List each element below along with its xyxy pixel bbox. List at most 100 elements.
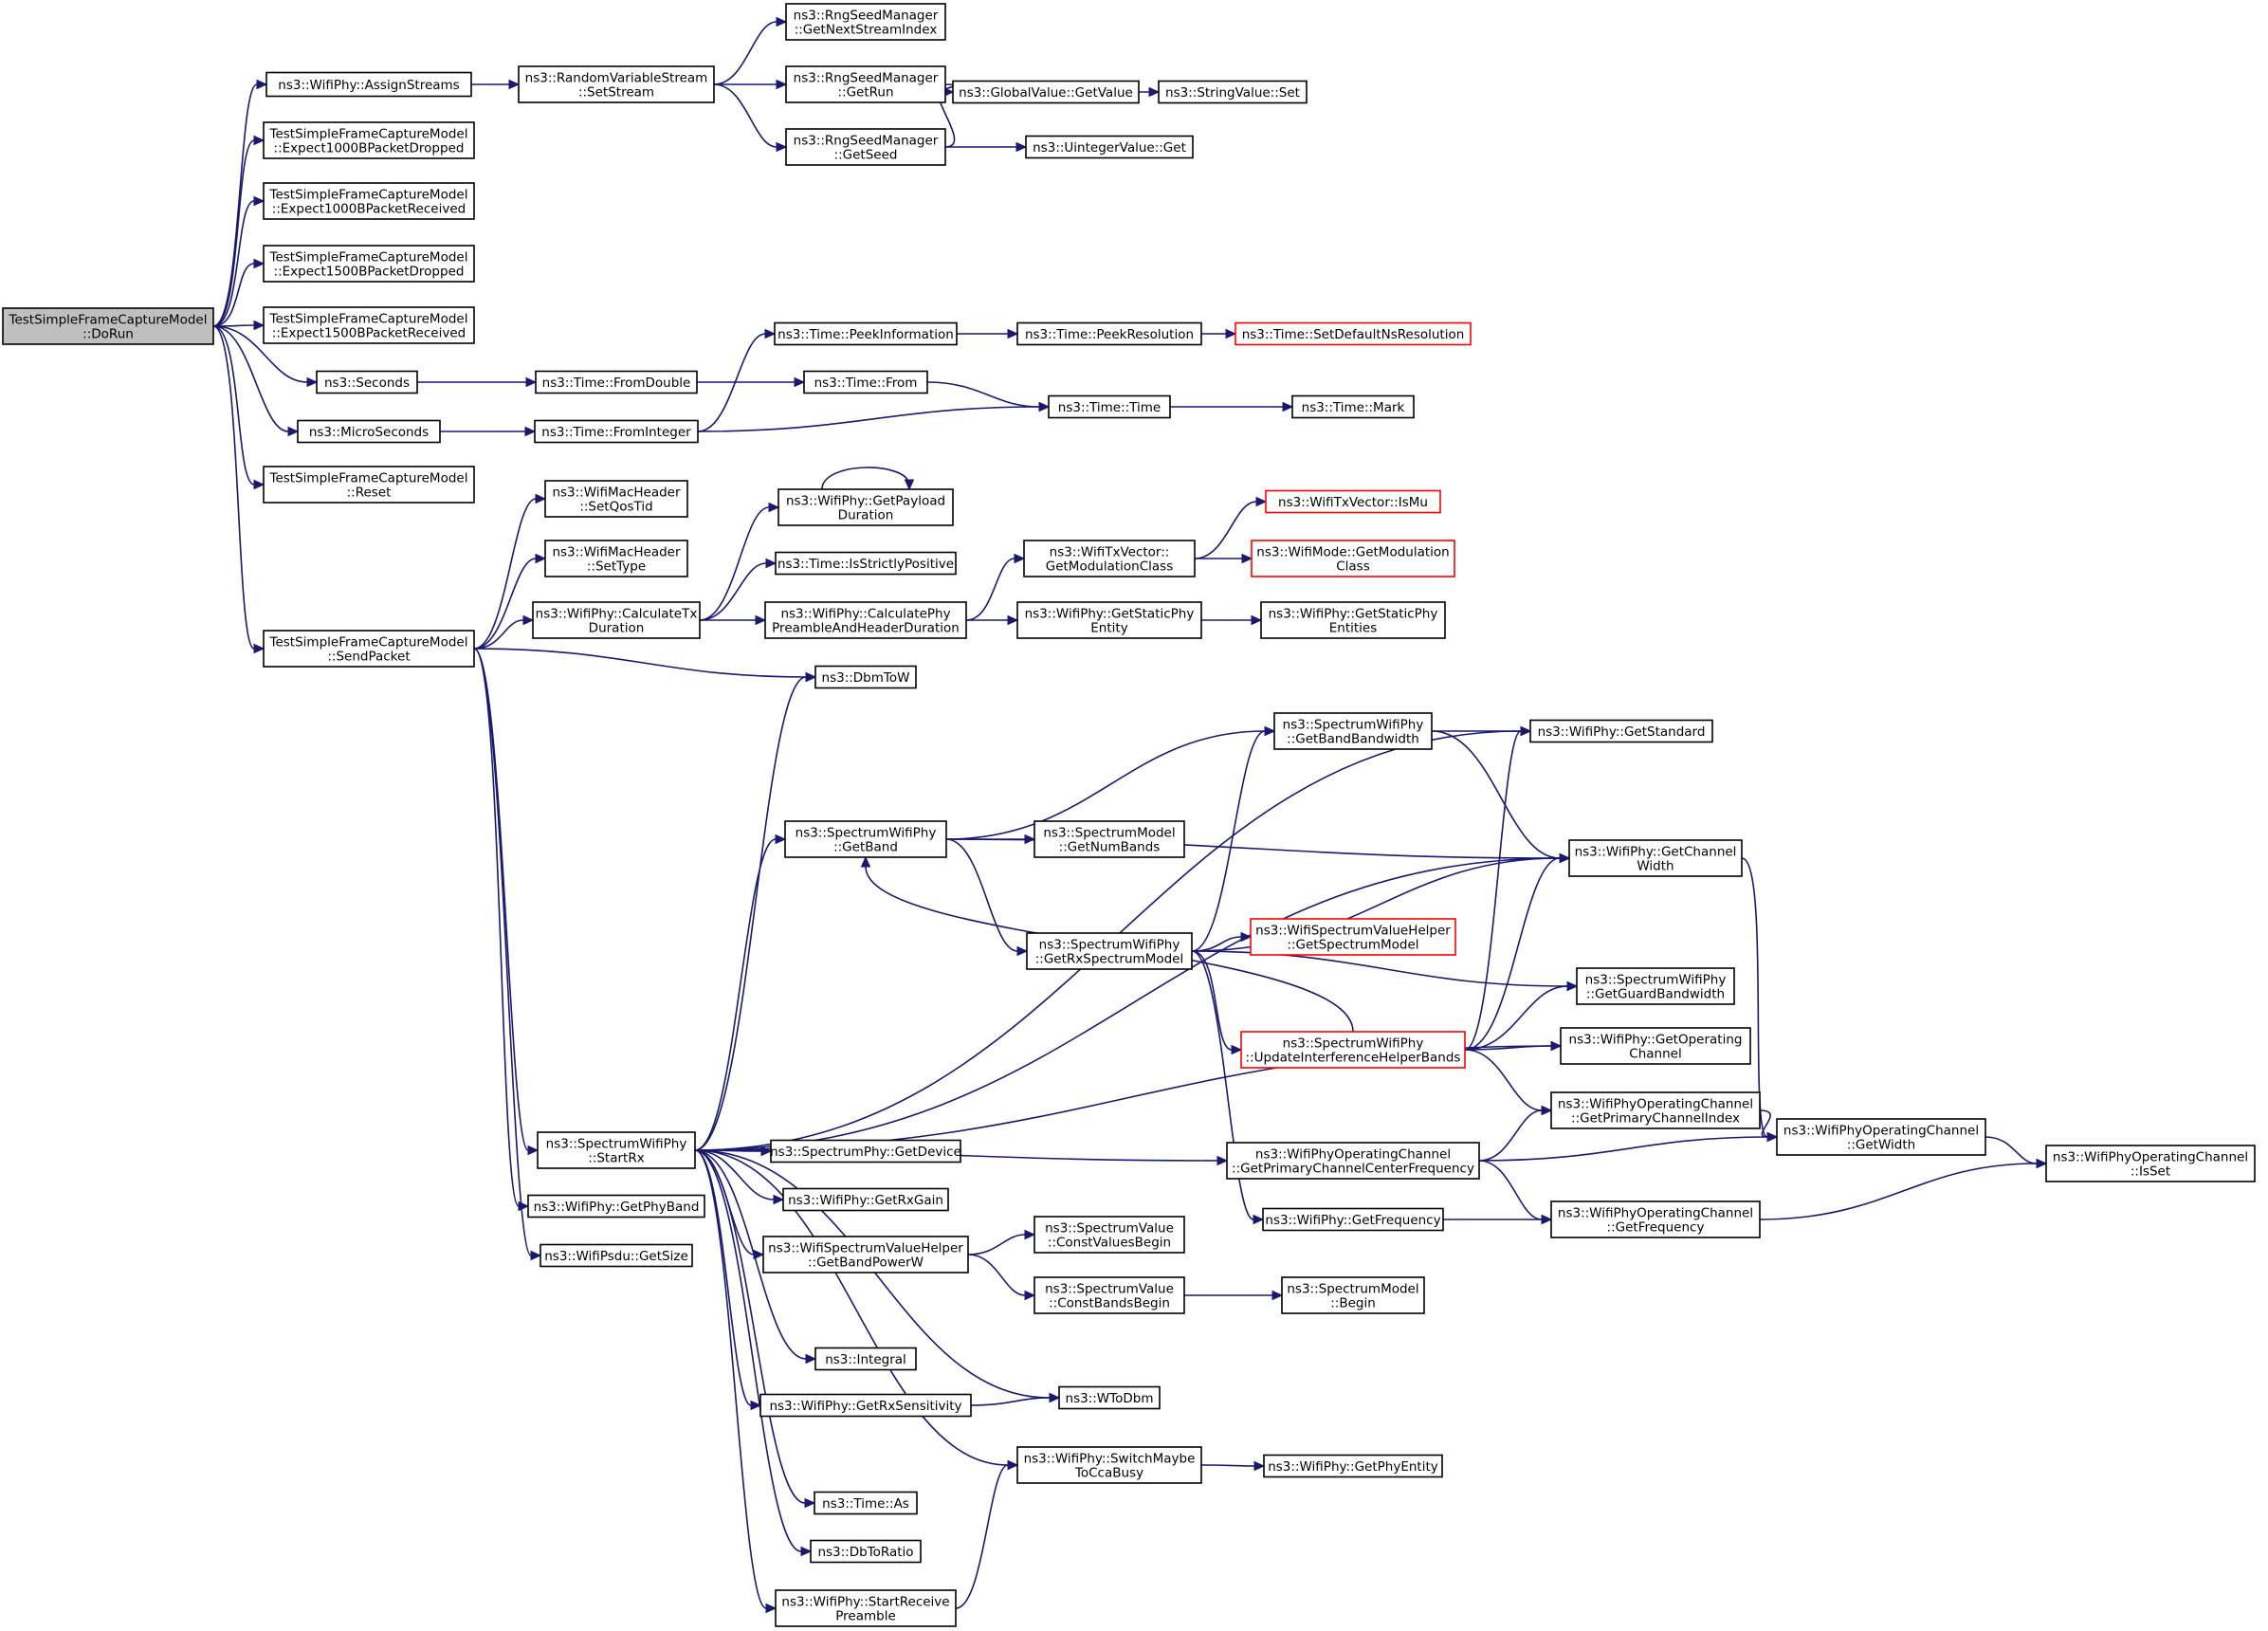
- node-getPhyBand[interactable]: ns3::WifiPhy::GetPhyBand: [527, 1194, 705, 1219]
- node-microSeconds[interactable]: ns3::MicroSeconds: [297, 419, 441, 444]
- node-setQosTid[interactable]: ns3::WifiMacHeader::SetQosTid: [544, 480, 688, 518]
- node-stringSet[interactable]: ns3::StringValue::Set: [1158, 80, 1308, 104]
- node-psduGetSize[interactable]: ns3::WifiPsdu::GetSize: [540, 1243, 693, 1268]
- node-wifiGetFrequency[interactable]: ns3::WifiPhy::GetFrequency: [1262, 1207, 1444, 1232]
- node-timeTime[interactable]: ns3::Time::Time: [1048, 394, 1171, 419]
- node-getPrimaryChannelCenterFreq[interactable]: ns3::WifiPhyOperatingChannel::GetPrimary…: [1226, 1142, 1480, 1180]
- node-getRxGain[interactable]: ns3::WifiPhy::GetRxGain: [782, 1187, 949, 1212]
- node-label-line: ns3::Integral: [825, 1352, 906, 1367]
- edge-timeTime-to-timeMark: [1169, 401, 1294, 412]
- node-label-line: ns3::WifiPhyOperatingChannel: [2053, 1150, 2248, 1165]
- node-fromInteger[interactable]: ns3::Time::FromInteger: [534, 419, 699, 444]
- edge-startRx-to-getChannelWidth: [694, 852, 1571, 1151]
- node-label-line: ns3::WifiPhy::GetStaticPhy: [1025, 607, 1195, 622]
- node-wifiModeGetModClass[interactable]: ns3::WifiMode::GetModulationClass: [1251, 540, 1455, 577]
- node-label-line: ns3::WifiTxVector::IsMu: [1278, 495, 1428, 510]
- node-constBandsBegin[interactable]: ns3::SpectrumValue::ConstBandsBegin: [1033, 1276, 1185, 1314]
- node-getBand[interactable]: ns3::SpectrumWifiPhy::GetBand: [784, 820, 947, 858]
- node-getSpectrumModel[interactable]: ns3::WifiSpectrumValueHelper::GetSpectru…: [1250, 918, 1456, 956]
- node-setStream[interactable]: ns3::RandomVariableStream::SetStream: [518, 65, 715, 103]
- node-timeFrom[interactable]: ns3::Time::From: [803, 370, 928, 394]
- node-exp1000Dropped[interactable]: TestSimpleFrameCaptureModel::Expect1000B…: [263, 121, 475, 159]
- node-getPhyEntity[interactable]: ns3::WifiPhy::GetPhyEntity: [1263, 1454, 1443, 1478]
- node-uintegerGet[interactable]: ns3::UintegerValue::Get: [1025, 135, 1194, 159]
- edge-sendPacket-to-setQosTid: [473, 493, 547, 650]
- node-timeMark[interactable]: ns3::Time::Mark: [1291, 394, 1415, 419]
- node-getRxSensitivity[interactable]: ns3::WifiPhy::GetRxSensitivity: [759, 1393, 972, 1418]
- node-peekInformation[interactable]: ns3::Time::PeekInformation: [774, 321, 958, 346]
- node-label-line: ns3::Time::SetDefaultNsResolution: [1242, 327, 1465, 342]
- node-getSeed[interactable]: ns3::RngSeedManager::GetSeed: [785, 128, 946, 166]
- edge-getBandPowerW-to-constValuesBegin: [967, 1229, 1036, 1255]
- node-startRx[interactable]: ns3::SpectrumWifiPhy::StartRx: [537, 1131, 696, 1169]
- node-sendPacket[interactable]: TestSimpleFrameCaptureModel::SendPacket: [263, 630, 475, 668]
- node-constValuesBegin[interactable]: ns3::SpectrumValue::ConstValuesBegin: [1033, 1216, 1185, 1254]
- node-exp1000Received[interactable]: TestSimpleFrameCaptureModel::Expect1000B…: [263, 182, 475, 220]
- node-setType[interactable]: ns3::WifiMacHeader::SetType: [544, 540, 688, 577]
- node-spectrumModelBegin[interactable]: ns3::SpectrumModel::Begin: [1281, 1276, 1425, 1314]
- node-reset[interactable]: TestSimpleFrameCaptureModel::Reset: [263, 466, 475, 504]
- node-timeAs[interactable]: ns3::Time::As: [814, 1491, 918, 1515]
- edge-getRxSensitivity-to-wToDbm: [970, 1392, 1061, 1406]
- node-assignStreams[interactable]: ns3::WifiPhy::AssignStreams: [265, 71, 472, 98]
- node-calcPhyPreamble[interactable]: ns3::WifiPhy::CalculatePhyPreambleAndHea…: [764, 601, 967, 639]
- node-getBandBandwidth[interactable]: ns3::SpectrumWifiPhy::GetBandBandwidth: [1273, 712, 1433, 750]
- edge-sendPacket-to-psduGetSize: [473, 648, 542, 1261]
- node-getRun[interactable]: ns3::RngSeedManager::GetRun: [785, 65, 946, 103]
- node-label-line: ns3::WifiPhy::AssignStreams: [278, 78, 459, 93]
- edge-peekResolution-to-setDefaultNsResolution: [1200, 328, 1237, 339]
- edge-globalGetValue-to-stringSet: [1138, 86, 1161, 98]
- node-label-line: ::Expect1000BPacketDropped: [274, 141, 465, 156]
- node-label-line: ns3::Time::Mark: [1302, 400, 1405, 415]
- node-seconds[interactable]: ns3::Seconds: [316, 370, 418, 394]
- node-globalGetValue[interactable]: ns3::GlobalValue::GetValue: [952, 80, 1140, 104]
- edge-getPrimaryChannelCenterFreq-to-opGetWidth: [1478, 1131, 1779, 1162]
- node-getRxSpectrumModel[interactable]: ns3::SpectrumWifiPhy::GetRxSpectrumModel: [1026, 932, 1193, 970]
- node-exp1500Dropped[interactable]: TestSimpleFrameCaptureModel::Expect1500B…: [263, 245, 475, 283]
- node-isStrictlyPositive[interactable]: ns3::Time::IsStrictlyPositive: [775, 551, 957, 576]
- node-wToDbm[interactable]: ns3::WToDbm: [1058, 1385, 1161, 1410]
- node-dbmToW[interactable]: ns3::DbmToW: [814, 665, 917, 689]
- node-getModulationClass[interactable]: ns3::WifiTxVector::GetModulationClass: [1023, 540, 1196, 577]
- node-getPrimaryChannelIndex[interactable]: ns3::WifiPhyOperatingChannel::GetPrimary…: [1550, 1091, 1761, 1129]
- edge-seconds-to-fromDouble: [417, 376, 538, 388]
- node-getNextStreamIndex[interactable]: ns3::RngSeedManager::GetNextStreamIndex: [785, 3, 946, 41]
- node-doRun[interactable]: TestSimpleFrameCaptureModel::DoRun: [2, 307, 214, 345]
- node-label-line: ::GetFrequency: [1607, 1220, 1705, 1236]
- node-integral[interactable]: ns3::Integral: [814, 1347, 917, 1371]
- node-isMu[interactable]: ns3::WifiTxVector::IsMu: [1265, 489, 1441, 514]
- node-label-line: Channel: [1629, 1047, 1681, 1062]
- node-fromDouble[interactable]: ns3::Time::FromDouble: [535, 370, 698, 394]
- node-opGetWidth[interactable]: ns3::WifiPhyOperatingChannel::GetWidth: [1776, 1118, 1986, 1156]
- node-label-line: ns3::WifiPhy::GetPhyBand: [534, 1200, 700, 1215]
- edge-startRx-to-getBand: [694, 834, 787, 1151]
- node-getNumBands[interactable]: ns3::SpectrumModel::GetNumBands: [1033, 820, 1185, 858]
- node-getDevice[interactable]: ns3::SpectrumPhy::GetDevice: [770, 1139, 961, 1164]
- node-updateInterference[interactable]: ns3::SpectrumWifiPhy::UpdateInterference…: [1240, 1031, 1466, 1069]
- node-label-line: TestSimpleFrameCaptureModel: [269, 188, 468, 203]
- node-setDefaultNsResolution[interactable]: ns3::Time::SetDefaultNsResolution: [1235, 321, 1472, 346]
- node-opGetFrequency[interactable]: ns3::WifiPhyOperatingChannel::GetFrequen…: [1550, 1200, 1761, 1238]
- node-label-line: ns3::SpectrumPhy::GetDevice: [770, 1145, 961, 1160]
- node-opIsSet[interactable]: ns3::WifiPhyOperatingChannel::IsSet: [2045, 1145, 2256, 1182]
- node-getStandard[interactable]: ns3::WifiPhy::GetStandard: [1529, 719, 1713, 743]
- node-getGuardBandwidth[interactable]: ns3::SpectrumWifiPhy::GetGuardBandwidth: [1576, 967, 1735, 1005]
- node-label-line: Width: [1637, 859, 1674, 874]
- node-label-line: ns3::WifiPhy::SwitchMaybe: [1024, 1452, 1196, 1467]
- node-label-line: TestSimpleFrameCaptureModel: [269, 471, 468, 486]
- node-exp1500Received[interactable]: TestSimpleFrameCaptureModel::Expect1500B…: [263, 306, 475, 344]
- node-dbToRatio[interactable]: ns3::DbToRatio: [810, 1539, 922, 1564]
- node-label-line: ns3::WifiPhyOperatingChannel: [1558, 1206, 1753, 1221]
- node-peekResolution[interactable]: ns3::Time::PeekResolution: [1016, 321, 1202, 346]
- node-label-line: ns3::WifiPhy::CalculatePhy: [780, 607, 950, 622]
- edge-sendPacket-to-calculateTxDuration: [473, 614, 535, 650]
- node-getBandPowerW[interactable]: ns3::WifiSpectrumValueHelper::GetBandPow…: [762, 1236, 969, 1274]
